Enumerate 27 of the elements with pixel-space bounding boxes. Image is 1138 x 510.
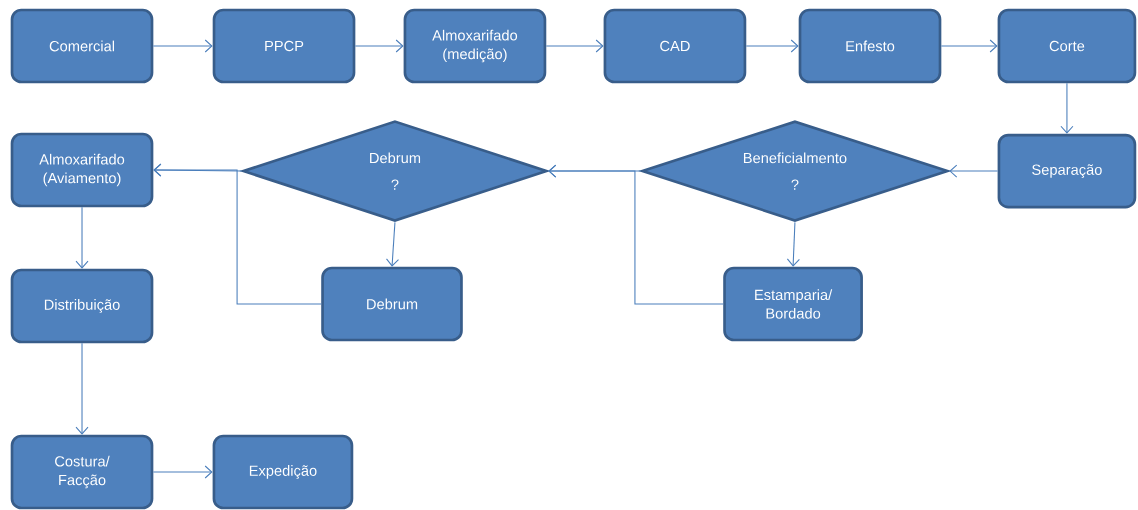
process-box: Comercial <box>10 8 154 84</box>
process-box: Costura/ Facção <box>10 434 154 510</box>
arrow <box>153 163 322 305</box>
arrow <box>1060 82 1074 134</box>
process-box: Enfesto <box>798 8 942 84</box>
arrow <box>75 206 89 269</box>
process-box: Expedição <box>212 434 354 510</box>
arrow <box>548 164 724 305</box>
arrow <box>75 342 89 435</box>
process-box: Almoxarifado (medição) <box>403 8 547 84</box>
process-box: Separação <box>997 133 1137 209</box>
arrow <box>949 164 999 178</box>
arrow <box>545 39 604 53</box>
arrow <box>152 465 213 479</box>
arrow <box>354 39 404 53</box>
process-box: Distribuição <box>10 268 154 344</box>
process-box: Almoxarifado (Aviamento) <box>10 132 154 208</box>
arrow <box>745 39 799 53</box>
arrow <box>786 221 800 267</box>
arrow <box>386 221 400 267</box>
process-box: Corte <box>997 8 1137 84</box>
process-box: PPCP <box>212 8 356 84</box>
process-box: CAD <box>603 8 747 84</box>
process-box: Estamparia/ Bordado <box>723 266 863 342</box>
arrow <box>940 39 998 53</box>
process-box: Debrum <box>321 266 463 342</box>
arrow <box>152 39 213 53</box>
